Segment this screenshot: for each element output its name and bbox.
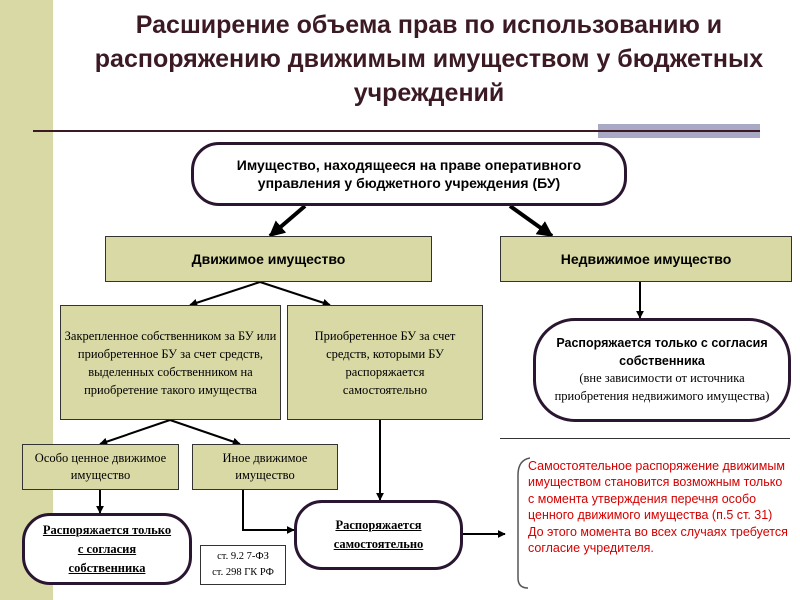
node-independent: Распоряжается самостоятельно [294, 500, 463, 570]
node-immovable-rule-detail: (вне зависимости от источника приобретен… [554, 371, 770, 403]
node-acquired-property-label: Приобретенное БУ за счет средств, которы… [314, 328, 456, 397]
note-separator-line [500, 438, 790, 439]
arrow-assigned-to-other [169, 419, 241, 446]
node-consent-only-label: Распоряжается только с согласия собствен… [42, 522, 172, 575]
node-root-property-label: Имущество, находящееся на праве оператив… [236, 157, 582, 191]
node-movable-property-label: Движимое имущество [191, 251, 346, 267]
node-acquired-property: Приобретенное БУ за счет средств, которы… [287, 305, 483, 420]
legal-ref-7fz: ст. 9.2 7-ФЗ [217, 551, 269, 562]
arrow-root-to-immovable [508, 204, 554, 238]
node-movable-property: Движимое имущество [105, 236, 432, 282]
node-especially-valuable: Особо ценное движимое имущество [22, 444, 179, 490]
node-especially-valuable-label: Особо ценное движимое имущество [34, 451, 167, 482]
node-other-movable: Иное движимое имущество [192, 444, 338, 490]
arrow-root-to-movable [268, 204, 307, 238]
node-immovable-rule-main: Распоряжается только с согласия собствен… [556, 336, 768, 368]
header-rule [33, 130, 760, 132]
node-assigned-property: Закрепленное собственником за БУ или при… [60, 305, 281, 420]
node-immovable-property: Недвижимое имущество [500, 236, 792, 282]
arrow-movable-to-assigned [189, 281, 261, 307]
arrow-other-to-independent [242, 490, 295, 534]
node-immovable-rule: Распоряжается только с согласия собствен… [533, 318, 791, 422]
page-title: Расширение объема прав по использованию … [94, 11, 764, 107]
note-text: Самостоятельное распоряжение движимым им… [528, 459, 788, 556]
node-immovable-property-label: Недвижимое имущество [560, 251, 732, 267]
node-independent-label: Распоряжается самостоятельно [333, 518, 424, 551]
arrow-assigned-to-valuable [99, 419, 171, 446]
legal-ref-gk: ст. 298 ГК РФ [212, 567, 274, 578]
note-brace [517, 457, 531, 589]
node-root-property: Имущество, находящееся на праве оператив… [191, 142, 627, 206]
left-decor-band [0, 0, 53, 600]
legal-reference-box: ст. 9.2 7-ФЗ ст. 298 ГК РФ [200, 545, 286, 585]
node-assigned-property-label: Закрепленное собственником за БУ или при… [64, 328, 277, 397]
node-consent-only: Распоряжается только с согласия собствен… [22, 513, 192, 585]
node-other-movable-label: Иное движимое имущество [222, 451, 308, 482]
arrow-movable-to-acquired [259, 281, 331, 307]
